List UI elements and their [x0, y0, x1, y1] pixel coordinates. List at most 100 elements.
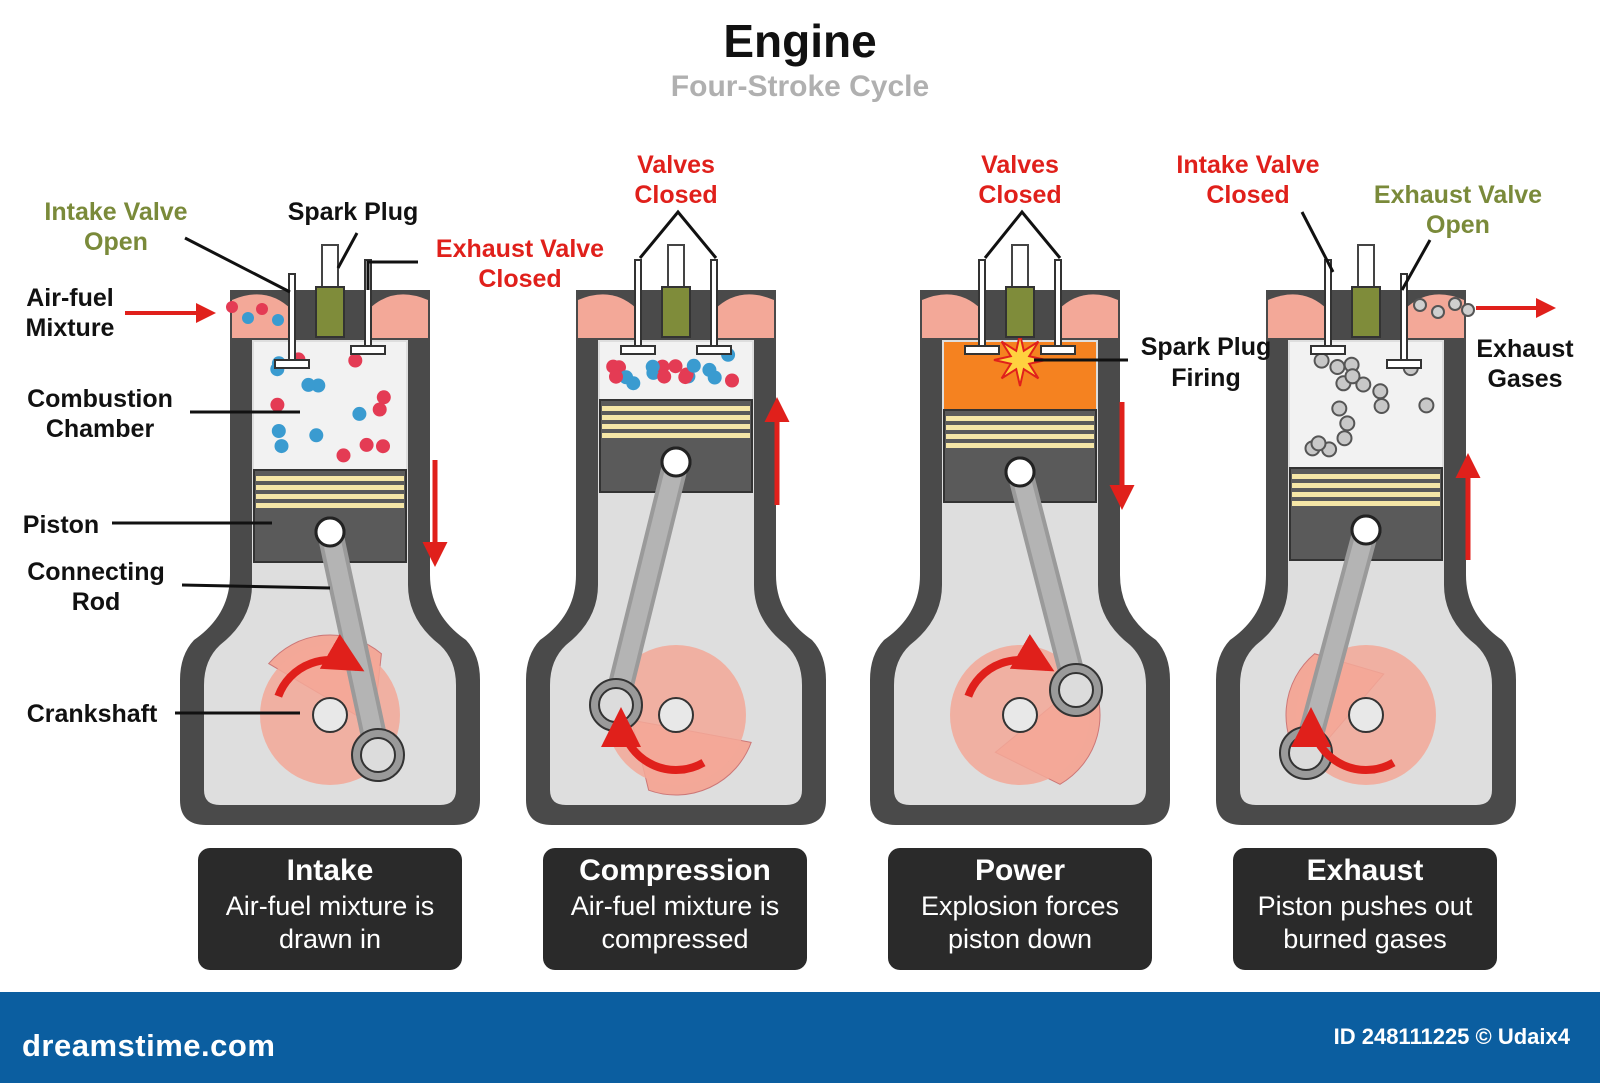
crank-rotation-arrow [274, 634, 365, 698]
fuel-particle [270, 397, 285, 412]
crank-rotation-arrow [1291, 707, 1396, 774]
fuel-particle [311, 378, 326, 393]
exhaust-gas-particle [1355, 376, 1372, 393]
label-piston: Piston [23, 511, 99, 539]
fuel-particle [372, 402, 387, 417]
stage-name: Power [974, 854, 1066, 887]
outflow-particle [1448, 297, 1462, 311]
exhaust-gas-particle [1418, 397, 1435, 414]
piston-ring [1292, 492, 1440, 497]
label-connecting-rod-line2: Rod [72, 588, 121, 616]
piston-ring [1292, 501, 1440, 506]
engine-diagram: Intake Valve Open Spark Plug Exhaust Val… [23, 151, 1574, 825]
intake-valve [978, 259, 986, 351]
spark-plug-body [1351, 286, 1381, 338]
piston-ring [602, 433, 750, 438]
exhaust-port [1058, 294, 1118, 338]
fuel-particle [309, 428, 324, 443]
crank-pin [360, 737, 396, 773]
wrist-pin [1004, 456, 1036, 488]
stock-id: ID 248111225 © Udaix4 [1333, 1024, 1570, 1049]
label-spark-plug-firing-line2: Firing [1171, 364, 1240, 392]
fuel-particle [348, 353, 363, 368]
fuel-particle [657, 369, 672, 384]
stage-name: Intake [286, 854, 374, 887]
exhaust-valve [1054, 259, 1062, 351]
piston-ring [946, 416, 1094, 421]
exhaust-gas-particle [1373, 398, 1390, 414]
exhaust-gas-particle [1310, 435, 1327, 452]
connecting-rod-inner [607, 453, 685, 714]
fuel-particle [619, 370, 634, 385]
fuel-particle [707, 370, 722, 385]
crank-rotation-arrow [601, 707, 706, 774]
engine-exhaust [1216, 244, 1516, 825]
piston-ring [256, 476, 404, 481]
fuel-particle [609, 369, 623, 384]
fuel-particle [725, 373, 739, 388]
label-crankshaft: Crankshaft [27, 700, 158, 728]
piston-ring [602, 415, 750, 420]
exhaust-gas-particle [1344, 368, 1361, 385]
label-intake-valve-open-line2: Open [84, 228, 148, 256]
fuel-particle [686, 358, 701, 373]
fuel-particle [359, 437, 374, 452]
spark-plug [1357, 244, 1375, 288]
page-title: Engine [723, 15, 877, 67]
intake-port [1268, 294, 1328, 338]
exhaust-valve-head [696, 345, 732, 355]
spark-plug-body [315, 286, 345, 338]
spark-burst [993, 333, 1047, 387]
intake-valve [634, 259, 642, 351]
label-exhaust-valve-closed-line2: Closed [478, 265, 561, 293]
label-exhaust-valve-open-line1: Exhaust Valve [1374, 181, 1542, 209]
fuel-particle [668, 359, 683, 374]
stage-box-exhaust: Exhaust Piston pushes out burned gases [1233, 848, 1497, 970]
spark-plug [667, 244, 685, 288]
intake-valve [1324, 259, 1332, 351]
spark-plug [1011, 244, 1029, 288]
piston-ring [946, 443, 1094, 448]
stage-name: Exhaust [1306, 854, 1424, 887]
wrist-pin [660, 446, 692, 478]
label-intake-valve-closed-line2: Closed [1206, 181, 1289, 209]
engine-compression [526, 244, 826, 825]
label-exhaust-valve-closed-line1: Exhaust Valve [436, 235, 604, 263]
engine-power [870, 244, 1170, 825]
label-exhaust-gases-line1: Exhaust [1476, 335, 1574, 363]
inflow-particle [256, 303, 268, 315]
exhaust-gas-particle [1336, 430, 1353, 447]
intake-port [232, 294, 292, 338]
label-spark-plug-firing-line1: Spark Plug [1141, 333, 1272, 361]
brand-logo-text[interactable]: dreamstime.com [22, 1028, 276, 1063]
stage-description: Air-fuel mixture is compressed [570, 891, 780, 954]
footer-bar [0, 992, 1600, 1083]
leader-lines [112, 209, 1432, 715]
label-valves-closed-compression-line2: Closed [634, 181, 717, 209]
piston-ring [946, 434, 1094, 439]
stage-box-compression: Compression Air-fuel mixture is compress… [543, 848, 807, 970]
intake-valve-head [274, 359, 310, 369]
label-valves-closed-compression-line1: Valves [637, 151, 715, 179]
stage-box-power: Power Explosion forces piston down [888, 848, 1152, 970]
spark-plug-body [661, 286, 691, 338]
exhaust-gas-particle [1372, 383, 1389, 400]
fuel-particle [274, 439, 289, 454]
crank-pin [1058, 672, 1094, 708]
exhaust-valve-head [350, 345, 386, 355]
intake-valve [288, 273, 296, 365]
fuel-particle [376, 390, 391, 405]
label-intake-valve-closed-line1: Intake Valve [1176, 151, 1319, 179]
intake-port [922, 294, 982, 338]
outflow-particle [1413, 298, 1427, 312]
label-valves-closed-power-line2: Closed [978, 181, 1061, 209]
label-exhaust-gases-line2: Gases [1487, 365, 1562, 393]
label-air-fuel-mixture-line2: Mixture [26, 314, 115, 342]
spark-plug-body [1005, 286, 1035, 338]
crank-pin [598, 687, 634, 723]
crankshaft-center [658, 697, 694, 733]
piston-ring [256, 494, 404, 499]
exhaust-gas-particle [1329, 359, 1346, 375]
intake-port [578, 294, 638, 338]
engine-intake [180, 244, 480, 825]
